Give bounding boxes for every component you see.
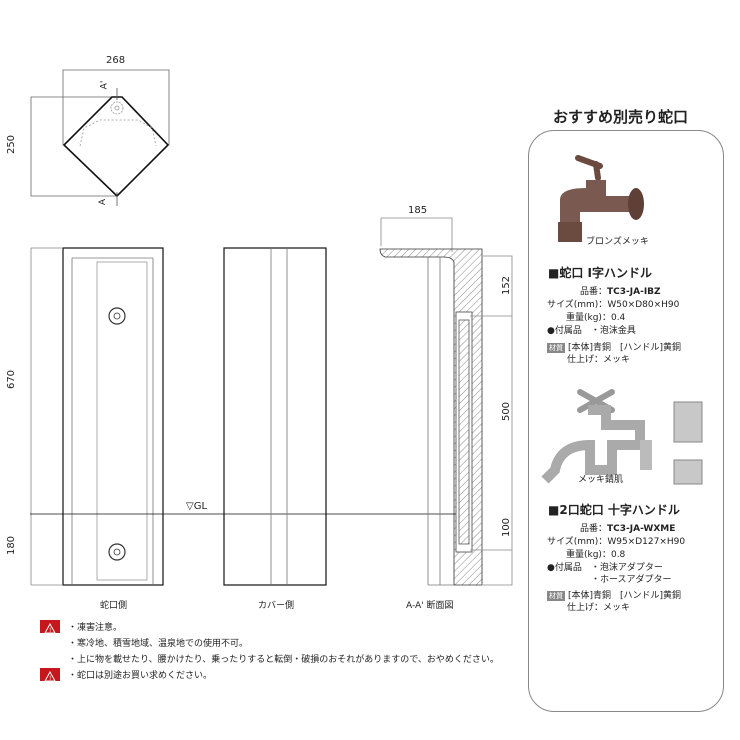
width-dimension: 268	[106, 55, 126, 66]
size-label: サイズ(mm)	[547, 300, 599, 310]
product-code: TC3-JA-IBZ	[607, 287, 661, 297]
product-size: W95×D127×H90	[607, 537, 686, 547]
code-label: 品番	[580, 287, 599, 297]
recommend-title: おすすめ別売り蛇口	[553, 108, 689, 126]
material-badge: 材質	[547, 591, 565, 601]
material-badge: 材質	[547, 343, 565, 353]
svg-text:!: !	[49, 627, 51, 634]
product-name: ■2口蛇口 十字ハンドル	[548, 503, 680, 517]
product-finish: 仕上げ：メッキ	[567, 355, 631, 365]
cover-view	[223, 247, 327, 586]
accessory-item: ・泡沫アダプター	[590, 563, 663, 573]
accessories-label: ●付属品	[547, 563, 582, 573]
weight-label: 重量(kg)	[566, 313, 602, 323]
accessory-item: ・泡沫金具	[590, 326, 636, 336]
note-item: ・寒冷地、積雪地域、温泉地での使用不可。	[68, 639, 249, 649]
section-view	[379, 217, 513, 586]
product-finish: 仕上げ：メッキ	[567, 603, 631, 613]
section-view-caption: A-A' 断面図	[406, 601, 454, 611]
product-material: [本体]青銅 [ハンドル]黄銅	[568, 343, 682, 353]
front-view	[30, 247, 164, 586]
chrome-faucet-image	[541, 389, 703, 485]
product-code: TC3-JA-WXME	[607, 524, 676, 534]
cover-view-caption: カバー側	[258, 601, 295, 611]
top-view	[30, 69, 170, 206]
product-weight: 0.8	[610, 550, 626, 560]
note-item: ・蛇口は別途お買い求めください。	[68, 671, 213, 681]
accessories-label: ●付属品	[547, 326, 582, 336]
weight-label: 重量(kg)	[566, 550, 602, 560]
warning-icon: !	[40, 620, 60, 634]
product-image-caption: メッキ錆肌	[578, 475, 624, 485]
note-item: ・凍害注意。	[68, 623, 123, 633]
bronze-faucet-image	[558, 155, 644, 242]
size-label: サイズ(mm)	[547, 537, 599, 547]
gl-label: ▽GL	[186, 501, 208, 512]
product-weight: 0.4	[610, 313, 626, 323]
note-item: ・上に物を載せたり、腰かけたり、乗ったりすると転倒・破損のおそれがありますので、…	[68, 655, 499, 665]
section-top-dimension: 185	[408, 205, 428, 216]
product-size: W50×D80×H90	[607, 300, 680, 310]
product-material: [本体]青銅 [ハンドル]黄銅	[568, 591, 682, 601]
product-name: ■蛇口 I字ハンドル	[548, 266, 652, 280]
svg-text:!: !	[49, 675, 51, 682]
warning-icon: !	[40, 668, 60, 682]
front-view-caption: 蛇口側	[100, 601, 128, 611]
recommend-card	[528, 130, 724, 712]
code-label: 品番	[580, 524, 599, 534]
product-image-caption: ブロンズメッキ	[586, 237, 649, 247]
accessory-item: ・ホースアダプター	[591, 575, 672, 585]
